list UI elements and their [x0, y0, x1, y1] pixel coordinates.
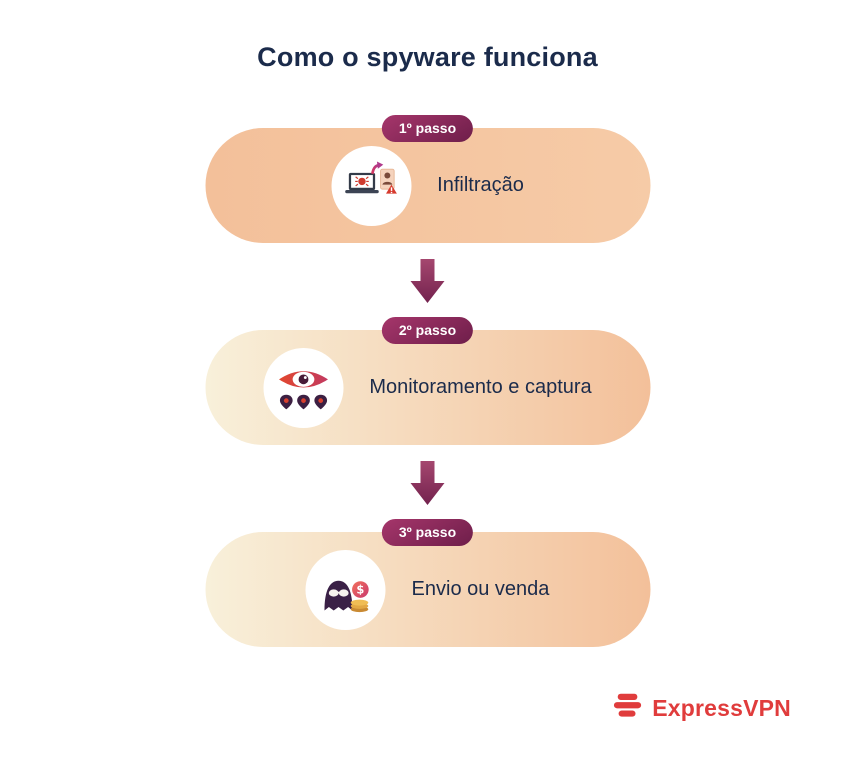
- expressvpn-bars-svg: [614, 693, 642, 717]
- page-title: Como o spyware funciona: [257, 42, 598, 72]
- step-1-label: Infiltração: [437, 174, 524, 196]
- down-arrow-1-svg: [410, 259, 445, 303]
- down-arrow-2: [410, 459, 445, 505]
- svg-text:$: $: [356, 583, 364, 597]
- spy-money-svg: $: [324, 580, 369, 613]
- down-arrow-2-svg: [410, 461, 445, 505]
- expressvpn-bars-icon: [613, 693, 643, 723]
- expressvpn-logo: ExpressVPN: [613, 693, 791, 723]
- expressvpn-wordmark: ExpressVPN: [652, 694, 791, 721]
- eye-location-pins-icon: [263, 347, 344, 428]
- step-2-pill: Monitoramento e captura: [205, 330, 650, 445]
- steps-flow: 1º passo: [205, 115, 650, 647]
- step-1: 1º passo: [205, 115, 650, 243]
- step-3: 3º passo: [205, 519, 650, 647]
- step-1-badge: 1º passo: [381, 115, 474, 142]
- step-3-badge: 3º passo: [381, 519, 474, 546]
- step-3-pill: $ Envio ou venda: [205, 532, 650, 647]
- laptop-bug-infiltration-icon: [331, 145, 412, 226]
- step-2-badge: 2º passo: [381, 317, 474, 344]
- step-2: 2º passo: [205, 317, 650, 445]
- step-1-pill: Infiltração: [205, 128, 650, 243]
- down-arrow-1: [410, 257, 445, 303]
- step-3-label: Envio ou venda: [411, 578, 550, 600]
- laptop-bug-infiltration-svg: [344, 161, 397, 194]
- eye-location-pins-svg: [278, 371, 328, 410]
- spy-money-icon: $: [305, 549, 386, 630]
- step-2-label: Monitoramento e captura: [369, 376, 592, 398]
